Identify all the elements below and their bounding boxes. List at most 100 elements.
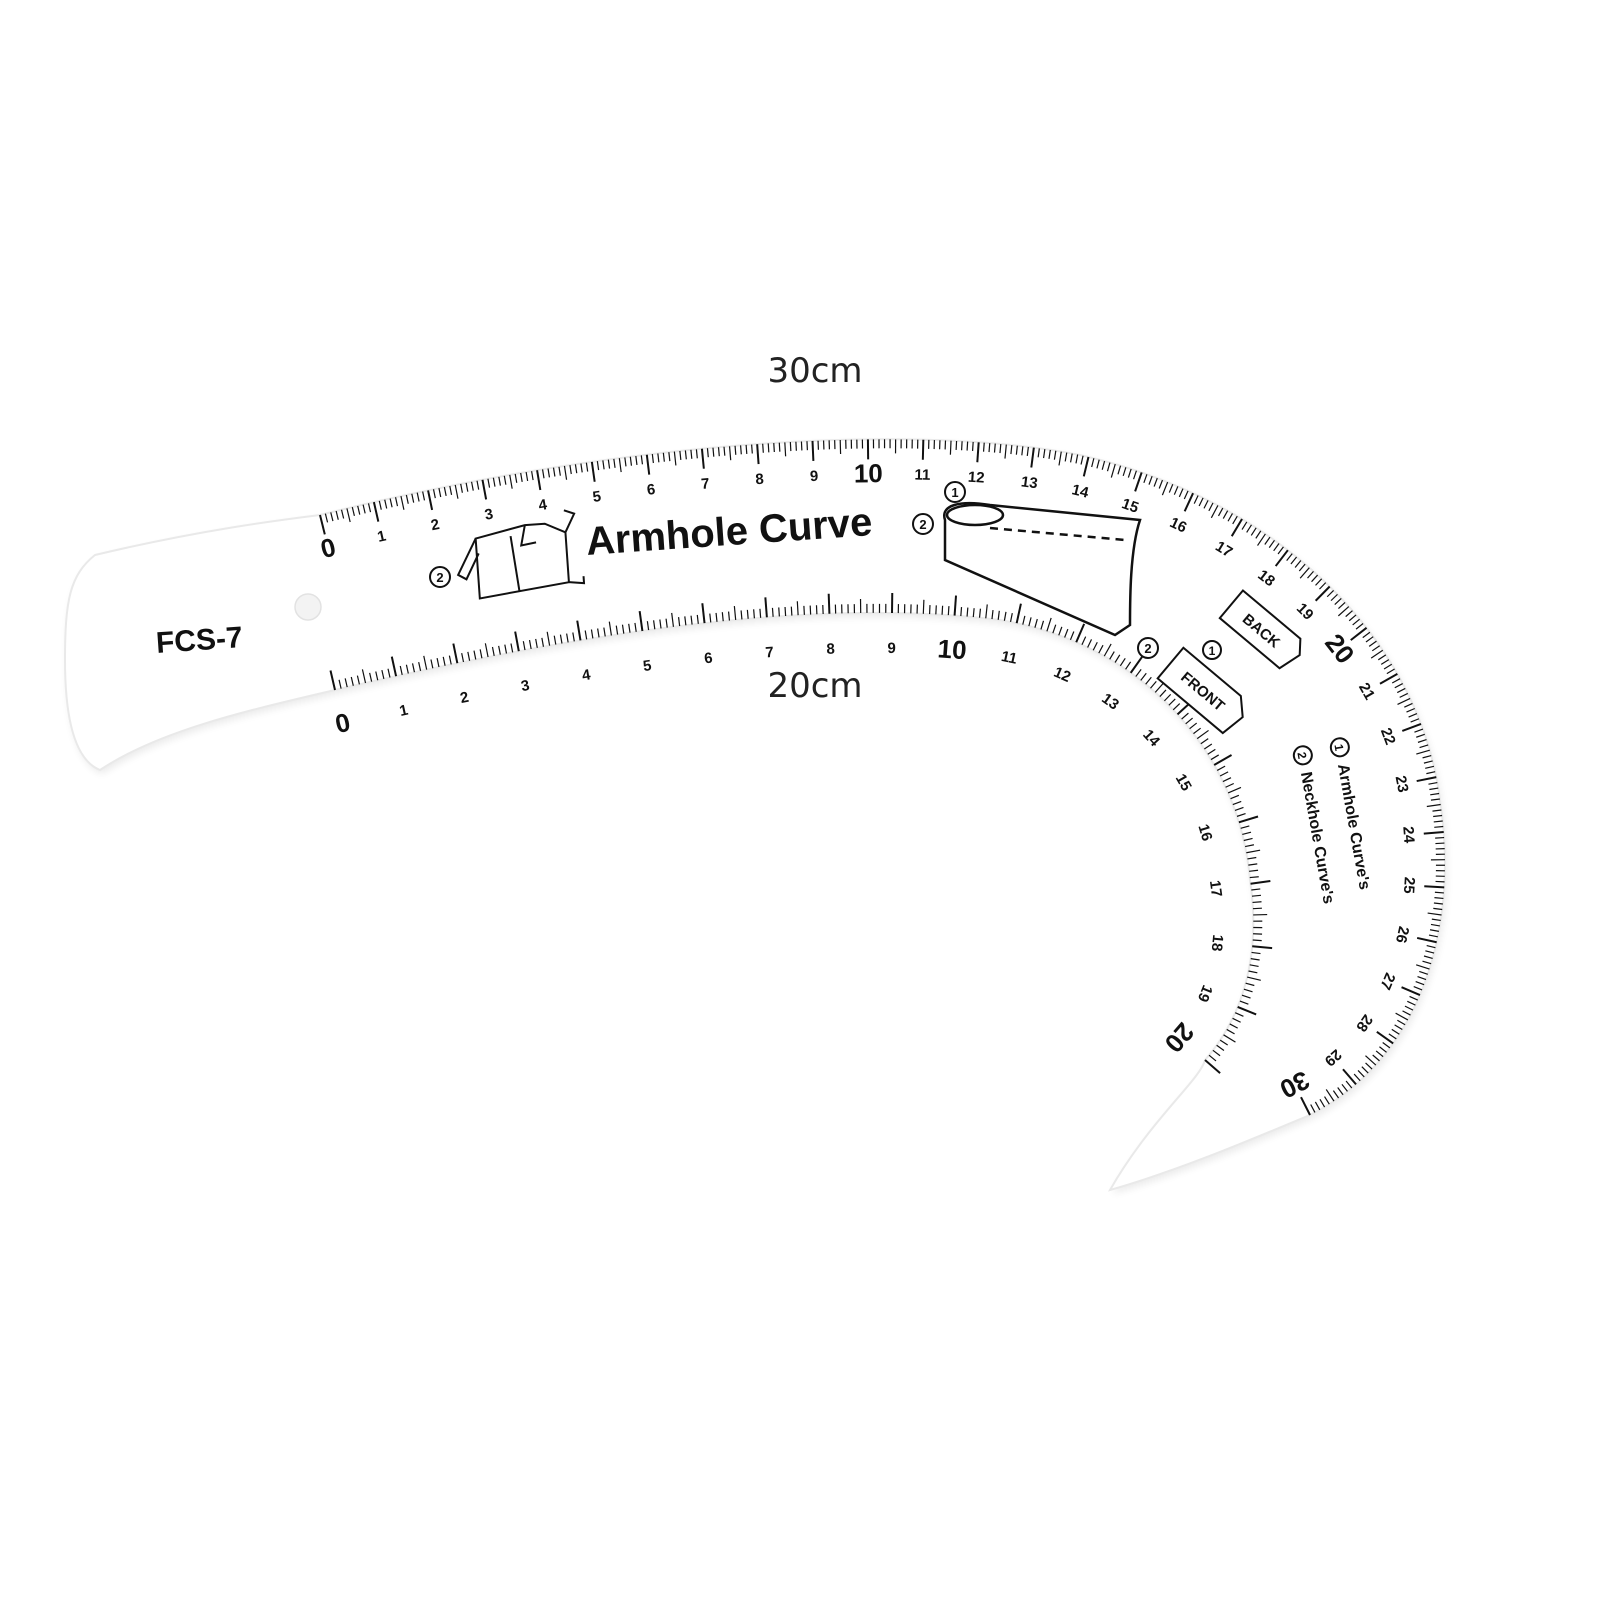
scale-tick bbox=[659, 619, 662, 629]
scale-tick bbox=[624, 457, 627, 467]
scale-tick bbox=[1210, 754, 1220, 761]
scale-number: 3 bbox=[483, 506, 494, 524]
marker-2-mid: 2 bbox=[912, 513, 934, 535]
ruler-body bbox=[63, 438, 1447, 1194]
scale-tick bbox=[1314, 1101, 1321, 1111]
scale-tick bbox=[531, 471, 534, 481]
scale-tick bbox=[1148, 475, 1153, 485]
scale-tick bbox=[1429, 929, 1439, 932]
scale-tick bbox=[1341, 1083, 1348, 1092]
scale-tick bbox=[558, 466, 561, 476]
scale-tick bbox=[733, 605, 737, 621]
scale-tick bbox=[1252, 945, 1273, 950]
scale-tick bbox=[590, 629, 594, 639]
scale-number: 4 bbox=[537, 496, 549, 514]
scale-tick bbox=[394, 497, 399, 507]
scale-tick bbox=[1394, 683, 1403, 689]
scale-tick bbox=[941, 605, 944, 615]
scale-tick bbox=[487, 478, 491, 488]
scale-tick bbox=[1257, 533, 1266, 546]
scale-tick bbox=[1015, 603, 1022, 624]
scale-tick bbox=[1109, 651, 1115, 660]
scale-tick bbox=[1249, 869, 1259, 872]
scale-tick bbox=[553, 635, 557, 645]
scale-tick bbox=[1391, 678, 1401, 684]
sleeve-icon bbox=[943, 501, 1142, 637]
svg-text:2: 2 bbox=[436, 570, 443, 585]
scale-tick bbox=[1345, 1080, 1353, 1089]
scale-tick bbox=[324, 513, 329, 523]
scale-tick bbox=[684, 450, 687, 460]
svg-text:2: 2 bbox=[1294, 751, 1309, 760]
scale-tick bbox=[1246, 524, 1252, 533]
scale-tick bbox=[1210, 505, 1219, 519]
scale-tick bbox=[1404, 1005, 1414, 1011]
scale-tick bbox=[1250, 880, 1271, 885]
scale-tick bbox=[338, 679, 342, 689]
scale-tick bbox=[1058, 626, 1063, 636]
scale-tick bbox=[709, 613, 712, 623]
scale-tick bbox=[498, 476, 502, 486]
scale-tick bbox=[1264, 536, 1271, 545]
marker-1-front: 1 bbox=[1202, 640, 1222, 660]
scale-tick bbox=[356, 675, 360, 685]
scale-tick bbox=[1307, 570, 1314, 579]
scale-tick bbox=[1196, 729, 1209, 740]
scale-number: 15 bbox=[1172, 771, 1195, 794]
svg-text:1: 1 bbox=[1331, 743, 1346, 752]
scale-tick bbox=[696, 614, 699, 624]
scale-tick bbox=[638, 611, 644, 632]
scale-tick bbox=[1350, 627, 1368, 641]
scale-tick bbox=[1213, 754, 1233, 766]
scale-tick bbox=[1324, 1096, 1330, 1105]
scale-tick bbox=[790, 606, 793, 616]
scale-tick bbox=[628, 623, 631, 633]
scale-tick bbox=[1122, 467, 1127, 477]
scale-tick bbox=[509, 474, 513, 489]
scale-tick bbox=[1103, 643, 1112, 657]
scale-tick bbox=[1311, 574, 1319, 583]
scale-tick bbox=[1237, 1005, 1257, 1016]
scale-tick bbox=[1203, 500, 1209, 509]
scale-tick bbox=[1274, 549, 1289, 567]
scale-tick bbox=[563, 465, 568, 480]
scale-tick bbox=[784, 442, 787, 457]
scale-tick bbox=[569, 465, 572, 475]
scale-tick bbox=[1379, 1046, 1387, 1053]
scale-tick bbox=[1145, 676, 1152, 685]
scale-tick bbox=[1397, 1019, 1406, 1026]
scale-tick bbox=[1251, 888, 1261, 891]
scale-tick bbox=[721, 612, 724, 622]
scale-tick bbox=[1395, 1012, 1409, 1021]
scale-tick bbox=[947, 606, 950, 616]
scale-tick bbox=[372, 501, 380, 522]
scale-tick bbox=[405, 494, 409, 504]
scale-tick bbox=[1419, 744, 1429, 749]
scale-number: 12 bbox=[1051, 664, 1073, 686]
scale-tick bbox=[695, 449, 698, 459]
scale-tick bbox=[1427, 912, 1442, 916]
scale-number: 24 bbox=[1399, 826, 1417, 845]
scale-tick bbox=[715, 612, 718, 622]
scale-tick bbox=[993, 443, 996, 453]
scale-tick bbox=[1212, 1049, 1221, 1057]
scale-number: 27 bbox=[1376, 970, 1398, 992]
scale-number: 19 bbox=[1194, 983, 1216, 1005]
scale-tick bbox=[607, 459, 611, 469]
scale-tick bbox=[367, 503, 372, 513]
scale-tick bbox=[1417, 975, 1427, 981]
scale-tick bbox=[430, 659, 434, 669]
scale-tick bbox=[1377, 654, 1387, 661]
scale-tick bbox=[1172, 703, 1181, 711]
scale-tick bbox=[634, 622, 637, 632]
scale-number: 17 bbox=[1206, 879, 1225, 898]
svg-text:2: 2 bbox=[1144, 641, 1151, 656]
scale-tick bbox=[1300, 1096, 1311, 1116]
scale-number: 17 bbox=[1212, 538, 1235, 561]
scale-tick bbox=[662, 452, 665, 462]
scale-tick bbox=[673, 451, 677, 466]
scale-tick bbox=[514, 631, 520, 652]
scale-tick bbox=[1064, 628, 1069, 638]
scale-tick bbox=[438, 488, 442, 498]
scale-tick bbox=[1125, 661, 1132, 670]
